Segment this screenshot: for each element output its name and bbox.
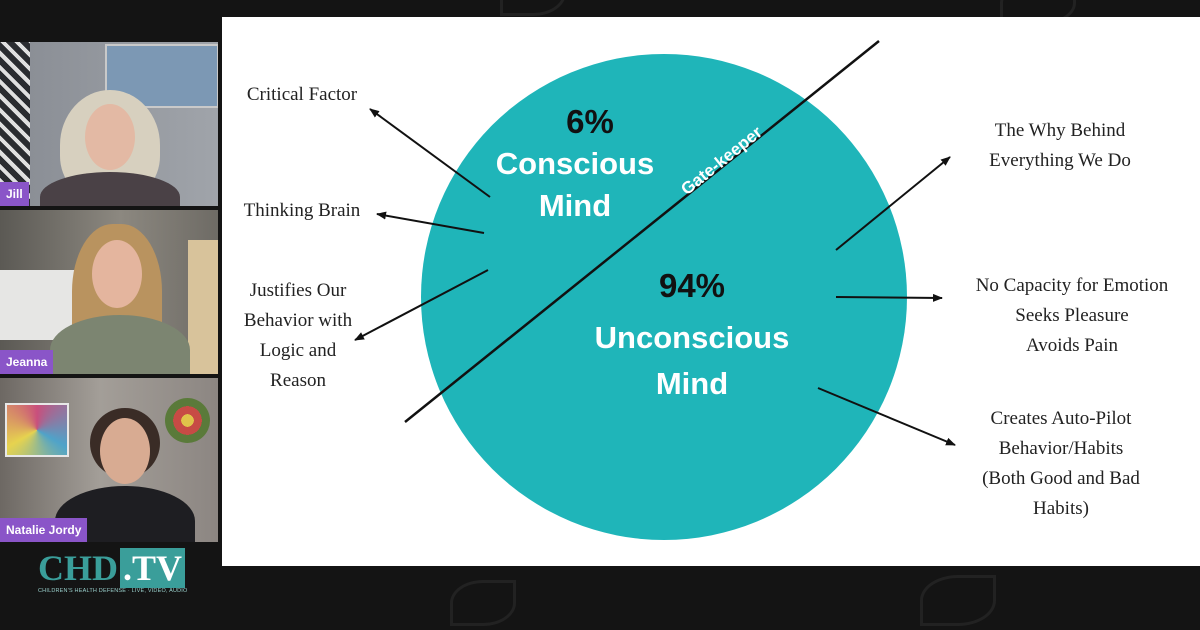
- participant-tile-jeanna[interactable]: Jeanna: [0, 210, 218, 374]
- label-line: (Both Good and Bad: [982, 468, 1140, 489]
- arrow-auto-pilot: [817, 387, 956, 446]
- conscious-percent: 6%: [566, 103, 614, 140]
- participant-tile-natalie-jordy[interactable]: Natalie Jordy: [0, 378, 218, 542]
- unconscious-percent: 94%: [658, 267, 726, 304]
- shoulders: [40, 172, 180, 206]
- participant-name-badge: Jill: [0, 182, 29, 206]
- arrow-no-capacity: [835, 293, 943, 302]
- dresser: [0, 270, 75, 340]
- label-line: Seeks Pleasure: [1015, 305, 1129, 326]
- participant-tile-jill[interactable]: Jill: [0, 42, 218, 206]
- arrow-why-behind: [835, 156, 951, 251]
- arrow-thinking-brain: [376, 211, 485, 234]
- label-line: No Capacity for Emotion: [975, 275, 1169, 296]
- conscious-line-2: Mind: [538, 188, 612, 223]
- arrow-justifies: [354, 269, 489, 341]
- logo-wordmark: CHD.TV: [38, 548, 188, 588]
- label-no-capacity: No Capacity for Emotion Seeks Pleasure A…: [950, 271, 1194, 361]
- unconscious-line-2: Mind: [655, 366, 729, 401]
- conscious-mind-title: Conscious Mind: [470, 143, 680, 227]
- unconscious-mind-title: Unconscious Mind: [562, 315, 822, 407]
- map-poster: [105, 44, 218, 108]
- label-critical-factor: Critical Factor: [246, 84, 358, 105]
- label-thinking-brain: Thinking Brain: [243, 200, 361, 221]
- label-line: Everything We Do: [989, 150, 1131, 171]
- label-line: Justifies Our: [249, 280, 347, 301]
- painting: [5, 403, 69, 457]
- face: [100, 418, 150, 484]
- chd-tv-logo[interactable]: CHD.TV CHILDREN'S HEALTH DEFENSE · LIVE,…: [38, 548, 188, 604]
- label-line: Behavior/Habits: [998, 438, 1124, 459]
- label-justifies-behavior: Justifies Our Behavior with Logic and Re…: [226, 276, 370, 396]
- background-leaf-decoration: [450, 580, 516, 626]
- background-leaf-decoration: [920, 575, 996, 626]
- chevron-curtain: [0, 42, 30, 206]
- participant-name-badge: Jeanna: [0, 350, 54, 374]
- flowers: [165, 398, 210, 443]
- slide-graphics: Gate-keeper: [354, 40, 956, 540]
- label-line: Avoids Pain: [1025, 335, 1118, 356]
- participant-name-badge: Natalie Jordy: [0, 518, 88, 542]
- logo-chd: CHD: [38, 548, 118, 588]
- label-auto-pilot: Creates Auto-Pilot Behavior/Habits (Both…: [954, 404, 1168, 524]
- face: [92, 240, 142, 308]
- gatekeeper-divider-line: [404, 40, 880, 423]
- background-leaf-decoration: [500, 0, 566, 16]
- label-line: Logic and: [259, 340, 337, 361]
- unconscious-line-1: Unconscious: [594, 320, 790, 355]
- label-line: The Why Behind: [994, 120, 1126, 141]
- label-line: Behavior with: [243, 310, 353, 331]
- presentation-slide: Gate-keeper 6% Conscious Mind 94% Uncons…: [222, 17, 1200, 566]
- conscious-line-1: Conscious: [495, 146, 655, 181]
- arrow-critical-factor: [369, 108, 491, 198]
- face: [85, 104, 135, 170]
- logo-tagline: CHILDREN'S HEALTH DEFENSE · LIVE, VIDEO,…: [38, 588, 188, 594]
- shoulders: [50, 315, 190, 374]
- door: [188, 240, 218, 374]
- label-line: Creates Auto-Pilot: [990, 408, 1132, 429]
- label-why-behind: The Why Behind Everything We Do: [950, 116, 1170, 176]
- label-line: Reason: [270, 370, 326, 391]
- logo-tv: .TV: [120, 548, 186, 588]
- mind-circle: [421, 54, 907, 540]
- label-line: Habits): [1033, 498, 1089, 519]
